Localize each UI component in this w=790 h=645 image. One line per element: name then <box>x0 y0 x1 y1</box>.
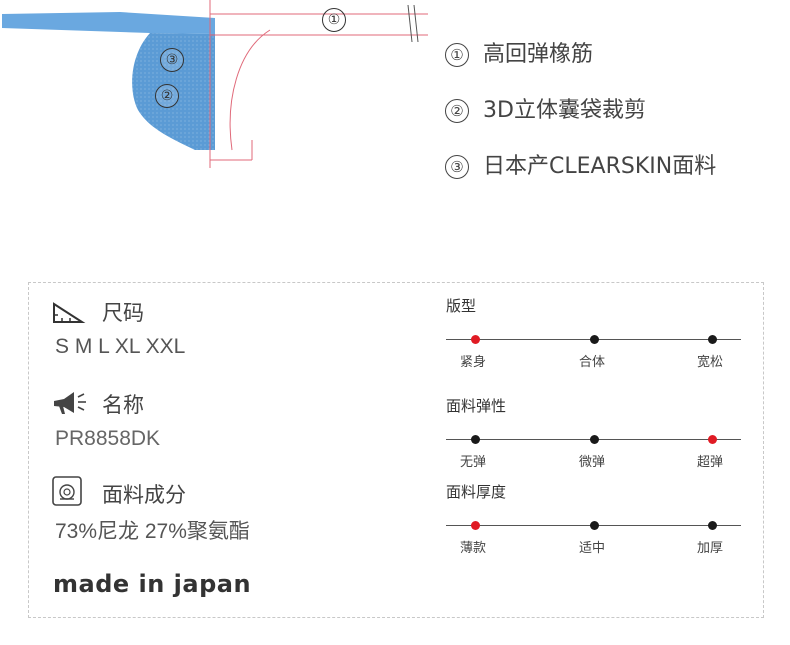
feature-number: ③ <box>445 155 469 179</box>
scale-option-label: 无弹 <box>460 455 487 470</box>
fabric-swatch-icon <box>52 476 82 506</box>
waistband-fabric <box>2 12 215 34</box>
scale-dot-selected <box>708 435 717 444</box>
feature-1: ① 高回弹橡筋 <box>445 36 593 68</box>
scale-dot <box>590 435 599 444</box>
scale-1: 版型紧身 合体 宽松 <box>446 295 756 385</box>
callout-2: ② <box>155 84 179 108</box>
feature-number: ② <box>445 99 469 123</box>
scale-option-label: 合体 <box>579 355 606 370</box>
feature-text: 高回弹橡筋 <box>483 42 594 67</box>
scale-option-label: 微弹 <box>579 455 606 470</box>
scale-option-label: 超弹 <box>697 455 724 470</box>
origin-text: made in japan <box>53 570 252 598</box>
size-label: 尺码 <box>102 301 144 325</box>
scale-dot <box>590 521 599 530</box>
scale-dot <box>708 521 717 530</box>
attribute-scales: 版型紧身 合体 宽松面料弹性无弹 微弹 超弹面料厚度薄款 适中 加厚 <box>446 295 756 595</box>
scale-2: 面料弹性无弹 微弹 超弹 <box>446 395 756 485</box>
feature-text: 日本产CLEARSKIN面料 <box>483 154 717 179</box>
scale-title: 面料厚度 <box>446 483 507 501</box>
scale-dot <box>590 335 599 344</box>
spec-panel <box>28 282 764 618</box>
scale-option-label: 加厚 <box>697 541 724 556</box>
feature-2: ② 3D立体囊袋裁剪 <box>445 92 646 124</box>
composition-value: 73%尼龙 27%聚氨酯 <box>55 520 250 543</box>
scale-dot <box>708 335 717 344</box>
scale-option-label: 宽松 <box>697 355 724 370</box>
scale-option-label: 紧身 <box>460 355 487 370</box>
scale-dot-selected <box>471 335 480 344</box>
scale-title: 面料弹性 <box>446 397 507 415</box>
callout-3: ③ <box>160 48 184 72</box>
size-value: S M L XL XXL <box>55 335 186 358</box>
scale-option-label: 适中 <box>579 541 606 556</box>
megaphone-icon <box>54 392 86 414</box>
scale-title: 版型 <box>446 297 477 315</box>
composition-label: 面料成分 <box>102 483 186 507</box>
feature-text: 3D立体囊袋裁剪 <box>483 98 646 123</box>
name-value: PR8858DK <box>55 427 161 450</box>
scale-3: 面料厚度薄款 适中 加厚 <box>446 481 756 571</box>
name-label: 名称 <box>102 393 144 417</box>
product-diagram <box>2 0 428 168</box>
feature-3: ③ 日本产CLEARSKIN面料 <box>445 148 716 180</box>
callout-1: ① <box>322 8 346 32</box>
scale-dot-selected <box>471 521 480 530</box>
scale-option-label: 薄款 <box>460 541 487 556</box>
feature-number: ① <box>445 43 469 67</box>
ruler-triangle-icon <box>53 302 86 323</box>
scale-dot <box>471 435 480 444</box>
